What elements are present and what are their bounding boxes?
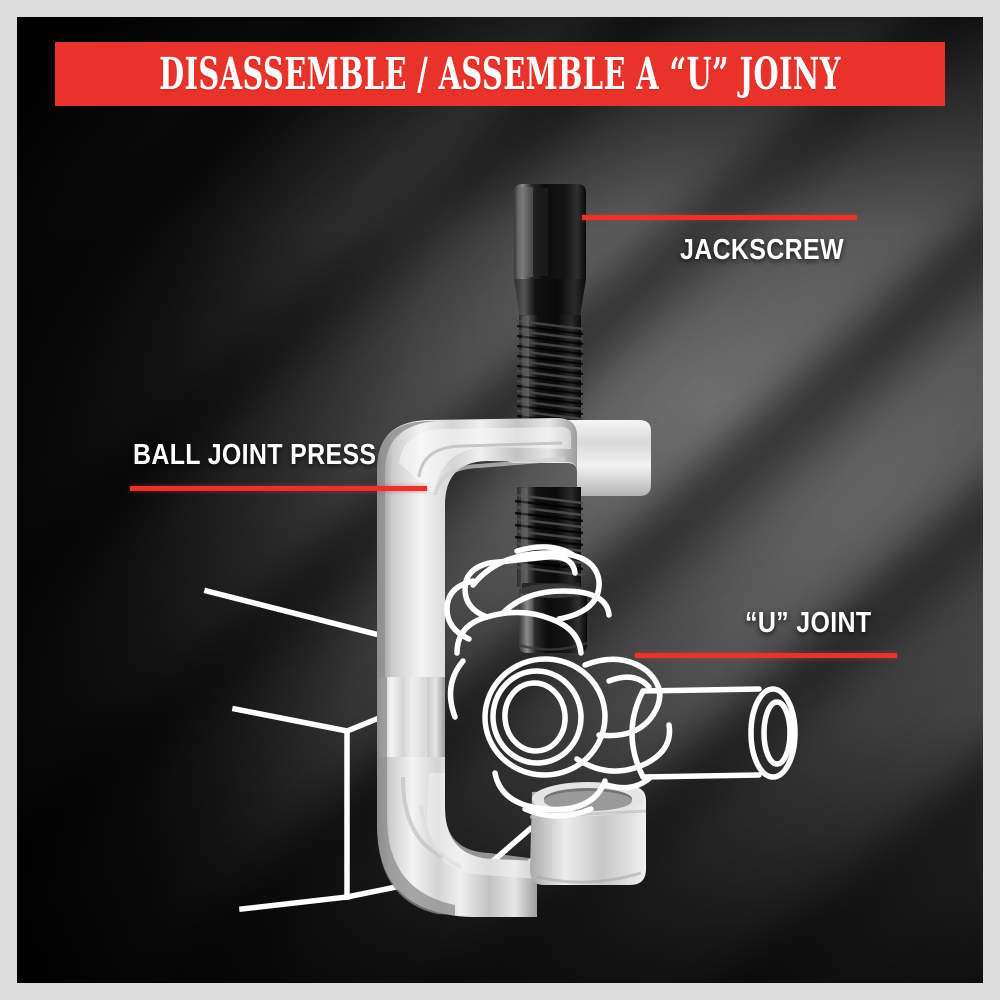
background-vignette: [17, 17, 983, 983]
c-frame-top-arm: [377, 418, 651, 717]
c-frame-bottom-arm: [377, 757, 647, 917]
callout-leader-line: [582, 215, 857, 220]
jackscrew-neck: [514, 279, 586, 317]
callout-leader-line: [635, 653, 897, 658]
title-banner: DISASSEMBLE / ASSEMBLE A “U” JOINY: [55, 42, 945, 106]
callout-label-u-joint: “U” JOINT: [745, 607, 872, 639]
callout-leader-line: [130, 486, 427, 491]
callout-label-ball-joint-press: BALL JOINT PRESS: [133, 439, 377, 471]
universal-joint-line-art: [444, 544, 798, 819]
image-frame: DISASSEMBLE / ASSEMBLE A “U” JOINY JACKS…: [17, 17, 983, 983]
callout-jackscrew: JACKSCREW: [582, 215, 882, 265]
jackscrew-hex-head: [514, 184, 586, 279]
callout-u-joint: “U” JOINT: [635, 609, 925, 658]
ball-joint-press-illustration: [377, 184, 651, 917]
callout-label-jackscrew: JACKSCREW: [680, 234, 844, 266]
banner-title: DISASSEMBLE / ASSEMBLE A “U” JOINY: [159, 47, 841, 100]
callout-ball-joint-press: BALL JOINT PRESS: [130, 441, 440, 491]
